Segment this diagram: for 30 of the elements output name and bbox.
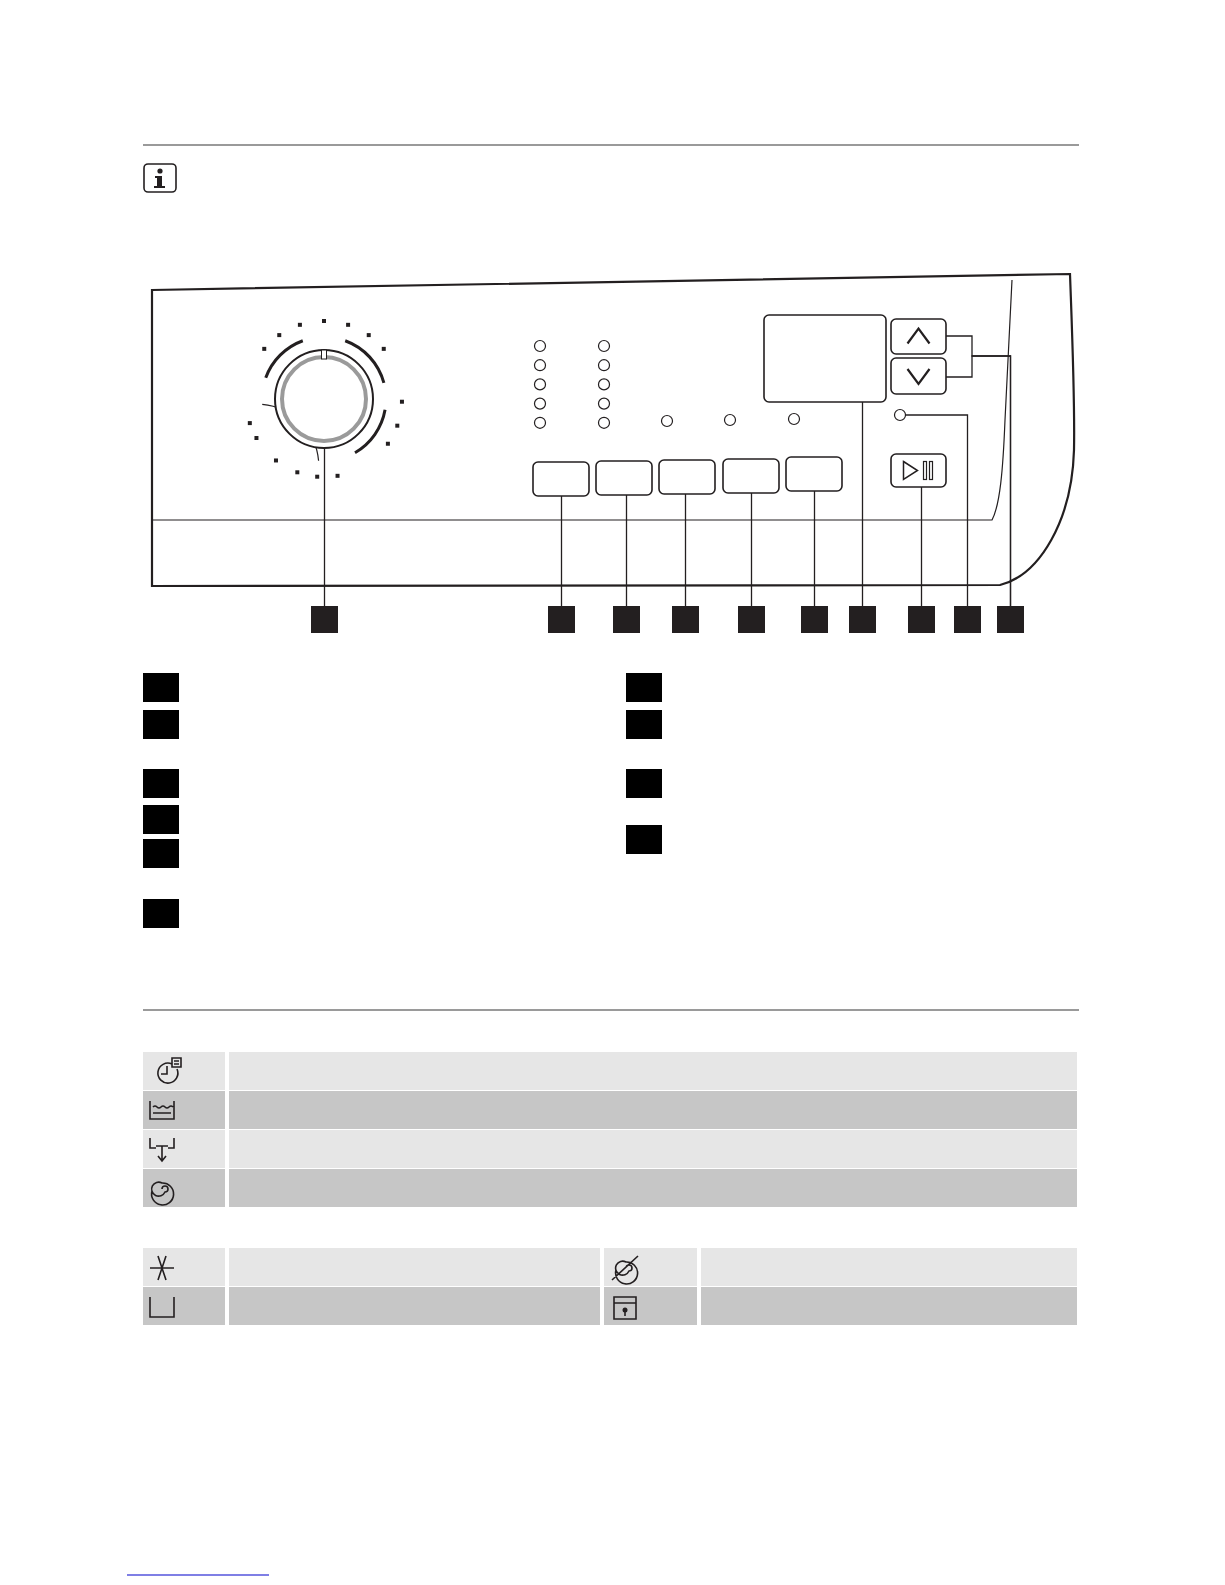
- leader-line: [920, 486, 923, 607]
- indicator-light: [893, 408, 907, 422]
- start-pause-button: [890, 453, 947, 488]
- display-screen: [763, 314, 887, 403]
- leader-line: [861, 401, 864, 607]
- up-arrow-button: [890, 318, 947, 355]
- down-arrow-button: [890, 357, 947, 395]
- callout-marker: [997, 606, 1024, 633]
- leader-line: [323, 447, 326, 607]
- push-button: [658, 459, 716, 495]
- push-button: [722, 458, 780, 494]
- leader-line: [813, 490, 816, 607]
- callout-marker: [738, 606, 765, 633]
- leader-line: [750, 492, 753, 607]
- leader-line: [904, 414, 969, 607]
- leader-line: [625, 494, 628, 607]
- leader-line: [560, 495, 563, 607]
- push-button: [595, 460, 653, 496]
- callout-marker: [954, 606, 981, 633]
- push-button: [532, 461, 590, 497]
- callout-marker: [548, 606, 575, 633]
- program-dial: [274, 349, 374, 449]
- leader-line: [684, 493, 687, 607]
- callout-marker: [311, 606, 338, 633]
- callout-marker: [849, 606, 876, 633]
- callout-marker: [908, 606, 935, 633]
- callout-marker: [801, 606, 828, 633]
- callout-marker: [672, 606, 699, 633]
- push-button: [785, 456, 843, 492]
- callout-marker: [613, 606, 640, 633]
